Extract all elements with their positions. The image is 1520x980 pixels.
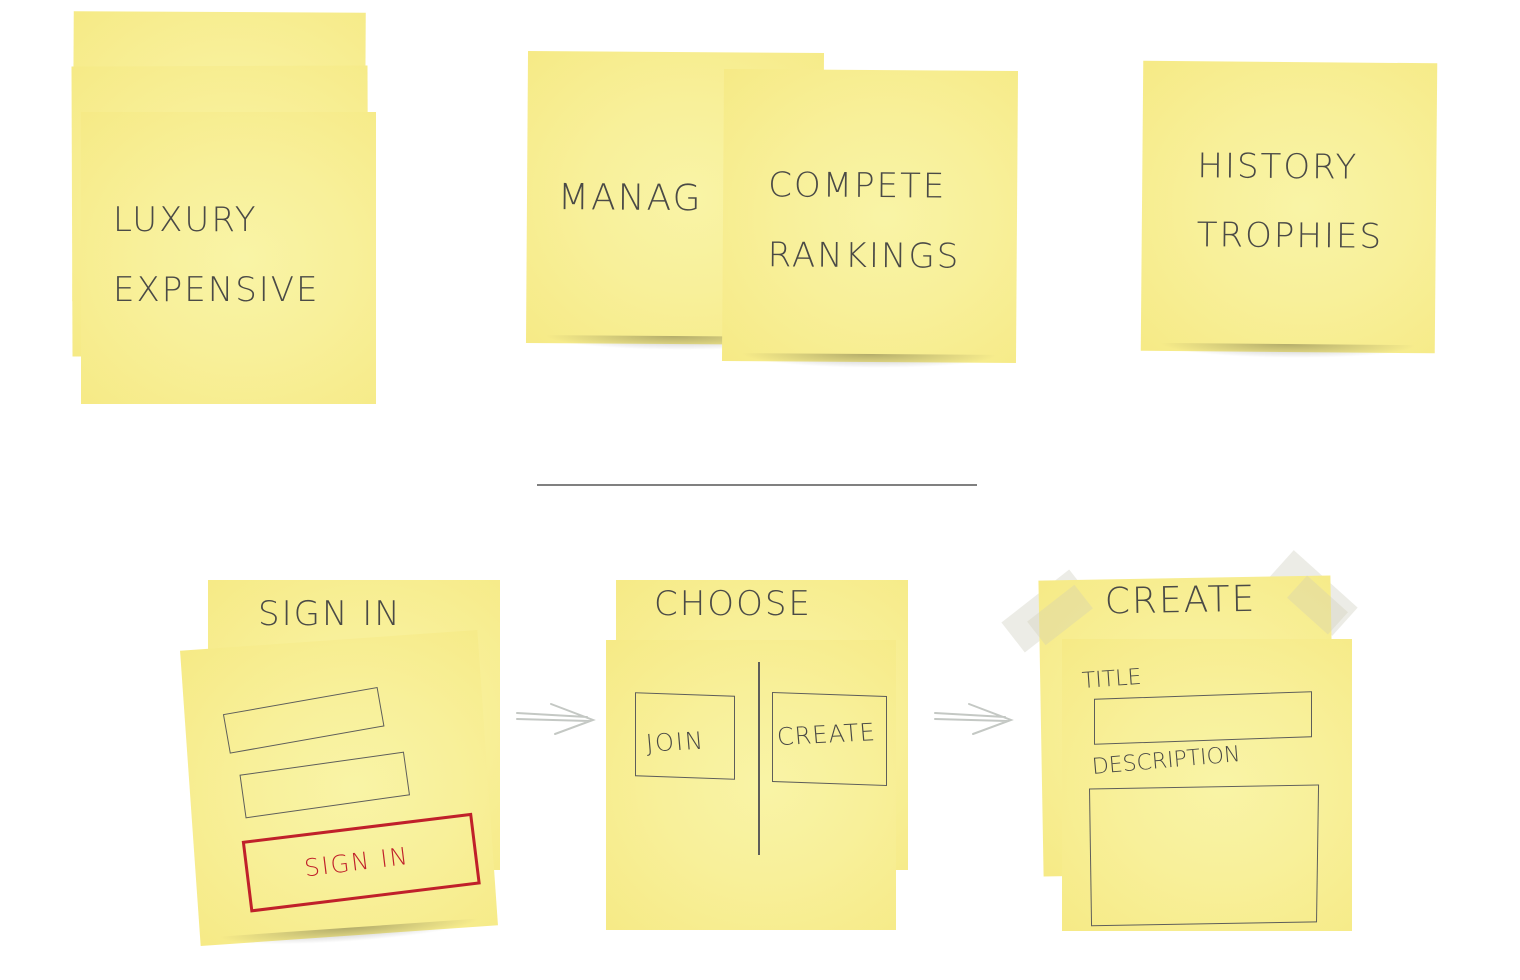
- screen-title-choose: CHOOSE: [654, 584, 812, 624]
- join-option[interactable]: JOIN: [635, 692, 735, 780]
- vertical-divider: [758, 662, 760, 855]
- sign-in-button-label: SIGN IN: [302, 841, 412, 883]
- title-field-label: TITLE: [1081, 664, 1143, 694]
- title-input[interactable]: [1094, 691, 1312, 745]
- note-text-compete: COMPETE: [768, 165, 947, 207]
- create-option[interactable]: CREATE: [772, 691, 887, 787]
- note-text-trophies: TROPHIES: [1196, 215, 1384, 257]
- sticky-note-choose-body[interactable]: JOIN CREATE: [606, 640, 896, 936]
- join-option-label: JOIN: [644, 726, 706, 758]
- screen-title-create: CREATE: [1104, 578, 1257, 623]
- create-option-label: CREATE: [775, 717, 877, 752]
- note-text-history: HISTORY: [1197, 146, 1359, 188]
- description-textarea[interactable]: [1088, 784, 1320, 927]
- note-text-luxury: LUXURY: [113, 200, 258, 240]
- sticky-note-create-form[interactable]: TITLE DESCRIPTION: [1062, 639, 1352, 937]
- username-input[interactable]: [222, 686, 385, 754]
- sticky-note-compete[interactable]: COMPETE RANKINGS: [721, 68, 1019, 364]
- double-arrow-right-icon: [516, 703, 596, 735]
- password-input[interactable]: [239, 751, 411, 819]
- section-divider: [537, 484, 977, 486]
- sticky-note-history[interactable]: HISTORY TROPHIES: [1140, 60, 1438, 354]
- sign-in-button[interactable]: SIGN IN: [241, 812, 481, 913]
- sticky-note-luxury[interactable]: LUXURY EXPENSIVE: [81, 112, 376, 410]
- double-arrow-right-icon: [934, 703, 1014, 735]
- sticky-note-sign-in-form[interactable]: SIGN IN: [180, 629, 498, 947]
- note-text-expensive: EXPENSIVE: [113, 270, 320, 310]
- note-text-rankings: RANKINGS: [767, 235, 961, 277]
- screen-title-sign-in: SIGN IN: [258, 594, 402, 634]
- note-text-manage: MANAG: [557, 177, 703, 220]
- description-field-label: DESCRIPTION: [1090, 742, 1242, 780]
